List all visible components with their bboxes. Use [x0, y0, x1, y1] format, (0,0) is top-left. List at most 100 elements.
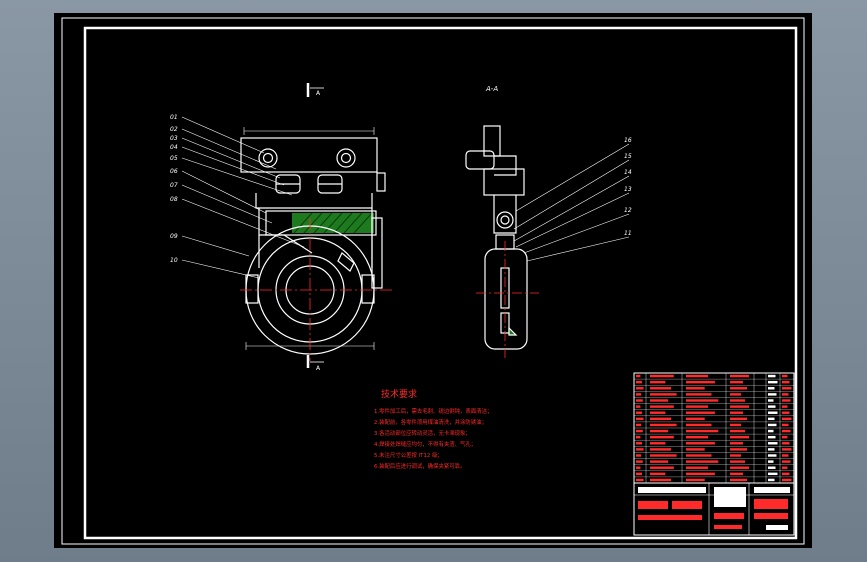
callout-label: 14: [624, 169, 632, 176]
parts-cell-mark: [686, 478, 705, 482]
parts-cell-mark: [782, 405, 788, 408]
parts-cell-mark: [768, 423, 777, 427]
parts-cell-mark: [636, 405, 641, 408]
parts-cell-mark: [768, 393, 777, 396]
parts-cell-mark: [636, 411, 642, 414]
parts-list: [633, 372, 795, 484]
callout-label: 06: [170, 168, 178, 175]
parts-cell-mark: [686, 374, 709, 378]
callout-label: 15: [624, 153, 632, 160]
right-callout-labels: 16 15 14 13 12 11: [624, 137, 632, 237]
callout-label: 16: [624, 137, 632, 144]
parts-cell-mark: [782, 417, 792, 421]
parts-cell-mark: [686, 429, 719, 433]
parts-cell-mark: [768, 374, 776, 378]
parts-cell-mark: [650, 393, 677, 396]
callout-label: 11: [624, 230, 632, 237]
parts-cell-mark: [782, 466, 788, 469]
parts-cell-mark: [782, 478, 792, 482]
section-marker-top: [306, 83, 324, 97]
note-line: 5.未注尺寸公差按 IT12 级；: [374, 451, 443, 459]
parts-cell-mark: [768, 454, 777, 457]
parts-cell-mark: [730, 380, 743, 384]
parts-cell-mark: [768, 417, 775, 421]
parts-cell-mark: [636, 466, 641, 469]
parts-cell-mark: [768, 387, 775, 390]
parts-cell-mark: [636, 460, 643, 463]
parts-cell-mark: [636, 429, 643, 433]
parts-cell-mark: [730, 472, 743, 476]
parts-cell-mark: [636, 454, 642, 457]
parts-cell-mark: [686, 411, 715, 414]
parts-cell-mark: [768, 429, 774, 433]
callout-label: 10: [170, 257, 178, 264]
parts-cell-mark: [650, 399, 669, 402]
callout-label: 04: [170, 144, 178, 151]
left-leaders: [181, 116, 305, 279]
parts-cell-mark: [686, 472, 715, 476]
top-bracket: [240, 137, 378, 173]
parts-cell-mark: [686, 466, 709, 469]
parts-cell-mark: [686, 387, 705, 390]
parts-cell-mark: [636, 387, 644, 390]
parts-cell-mark: [730, 399, 745, 402]
parts-cell-mark: [636, 442, 642, 445]
section-marker-bottom-label: A: [316, 365, 321, 372]
parts-cell-mark: [730, 460, 745, 463]
parts-cell-mark: [782, 435, 788, 439]
parts-cell-mark: [782, 454, 789, 457]
section-marker-top-label: A: [316, 90, 321, 97]
section-marker-bottom: [306, 355, 324, 368]
parts-cell-mark: [730, 478, 747, 482]
parts-cell-mark: [782, 411, 790, 414]
parts-cell-mark: [768, 478, 775, 482]
section-view-label: A-A: [485, 85, 498, 93]
parts-cell-mark: [650, 472, 666, 476]
parts-cell-mark: [730, 387, 747, 390]
parts-cell-mark: [782, 442, 790, 445]
note-line: 3.各活动部位应转动灵活，无卡滞现象；: [374, 429, 471, 437]
parts-cell-mark: [636, 393, 642, 396]
note-line: 1.零件加工后，需去毛刺、锐边倒钝，表面清洁；: [374, 407, 492, 415]
parts-cell-mark: [686, 405, 709, 408]
parts-cell-mark: [768, 435, 776, 439]
parts-cell-mark: [686, 435, 709, 439]
parts-cell-mark: [782, 387, 792, 390]
parts-cell-mark: [650, 435, 674, 439]
cad-viewport[interactable]: A-A A A 01 02 03 04 05 06 07 08 09 10 16…: [54, 13, 812, 548]
callout-label: 12: [624, 207, 632, 214]
right-leaders: [513, 143, 630, 262]
left-callout-labels: 01 02 03 04 05 06 07 08 09 10: [170, 114, 178, 264]
parts-cell-mark: [636, 380, 642, 384]
parts-cell-mark: [636, 472, 642, 476]
parts-cell-mark: [650, 478, 671, 482]
parts-cell-mark: [730, 405, 749, 408]
parts-cell-mark: [782, 472, 790, 476]
parts-cell-mark: [730, 374, 749, 378]
parts-cell-mark: [650, 448, 671, 451]
parts-cell-mark: [782, 460, 791, 463]
parts-cell-mark: [636, 417, 644, 421]
inner-sheet-border: [83, 26, 798, 540]
cad-drawing: A-A A A 01 02 03 04 05 06 07 08 09 10 16…: [61, 17, 805, 545]
parts-cell-mark: [730, 423, 741, 427]
parts-cell-mark: [636, 448, 644, 451]
parts-cell-mark: [650, 442, 666, 445]
technical-notes: 技术要求 1.零件加工后，需去毛刺、锐边倒钝，表面清洁； 2.装配前，各零件须用…: [374, 388, 492, 470]
note-line: 6.装配后应进行调试，确保夹紧可靠。: [374, 462, 465, 470]
parts-cell-mark: [636, 435, 641, 439]
parts-cell-mark: [782, 393, 789, 396]
parts-cell-mark: [768, 466, 776, 469]
parts-cell-mark: [650, 423, 677, 427]
title-block: [633, 482, 795, 536]
callout-label: 09: [170, 233, 178, 240]
parts-cell-mark: [730, 411, 743, 414]
parts-cell-mark: [768, 472, 778, 476]
parts-cell-mark: [730, 393, 741, 396]
parts-cell-mark: [730, 435, 749, 439]
parts-cell-mark: [686, 423, 712, 427]
parts-cell-mark: [636, 374, 641, 378]
parts-cell-mark: [768, 405, 776, 408]
callout-label: 07: [170, 182, 178, 189]
callout-label: 01: [170, 114, 178, 121]
